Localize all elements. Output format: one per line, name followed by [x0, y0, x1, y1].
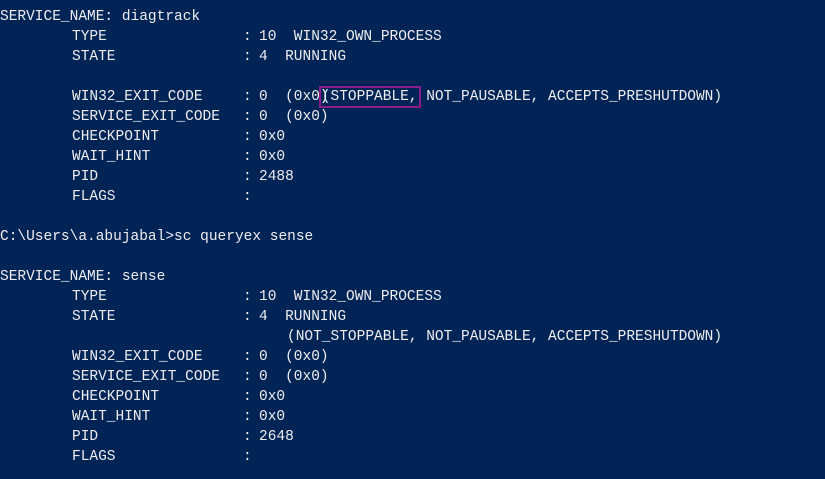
state-flags: (STOPPABLE, NOT_PAUSABLE, ACCEPTS_PRESHU…	[287, 67, 722, 108]
state-flags-rest: NOT_PAUSABLE, ACCEPTS_PRESHUTDOWN)	[417, 89, 723, 105]
field-row: PID : 2648	[0, 427, 825, 447]
field-name: SERVICE_EXIT_CODE	[72, 109, 220, 125]
field-colon: :	[243, 369, 252, 385]
field-name: FLAGS	[72, 449, 116, 465]
field-colon: :	[243, 389, 252, 405]
field-name: STATE	[72, 49, 116, 65]
field-colon: :	[243, 129, 252, 145]
field-row: TYPE : 10 WIN32_OWN_PROCESS	[0, 287, 825, 307]
field-value: 0x0	[259, 129, 286, 145]
field-colon: :	[243, 309, 252, 325]
field-row: PID : 2488	[0, 167, 825, 187]
field-colon: :	[243, 289, 252, 305]
field-colon: :	[243, 109, 252, 125]
field-row: WIN32_EXIT_CODE : 0 (0x0)	[0, 87, 825, 107]
field-value: 0x0	[259, 149, 286, 165]
field-colon: :	[243, 429, 252, 445]
field-row: WIN32_EXIT_CODE : 0 (0x0)	[0, 347, 825, 367]
field-name: SERVICE_EXIT_CODE	[72, 369, 220, 385]
field-value: 4 RUNNING	[259, 309, 347, 325]
service-header: SERVICE_NAME: diagtrack	[0, 9, 201, 25]
field-row: SERVICE_EXIT_CODE : 0 (0x0)	[0, 367, 825, 387]
field-row: TYPE : 10 WIN32_OWN_PROCESS	[0, 27, 825, 47]
field-value: 0 (0x0)	[259, 89, 329, 105]
field-row: SERVICE_EXIT_CODE : 0 (0x0)	[0, 107, 825, 127]
field-colon: :	[243, 29, 252, 45]
field-colon: :	[243, 349, 252, 365]
field-value: 10 WIN32_OWN_PROCESS	[259, 29, 442, 45]
field-name: PID	[72, 429, 99, 445]
field-value: 2488	[259, 169, 294, 185]
field-colon: :	[243, 409, 252, 425]
field-value: 2648	[259, 429, 294, 445]
field-colon: :	[243, 49, 252, 65]
field-colon: :	[243, 149, 252, 165]
field-name: STATE	[72, 309, 116, 325]
field-name: FLAGS	[72, 189, 116, 205]
field-value: 0 (0x0)	[259, 369, 329, 385]
service-header: SERVICE_NAME: sense	[0, 269, 166, 285]
field-row: CHECKPOINT : 0x0	[0, 387, 825, 407]
field-name: CHECKPOINT	[72, 389, 160, 405]
field-value: 0x0	[259, 409, 286, 425]
field-name: WIN32_EXIT_CODE	[72, 349, 203, 365]
field-name: WAIT_HINT	[72, 409, 151, 425]
field-colon: :	[243, 449, 252, 465]
field-row: STATE : 4 RUNNING	[0, 47, 825, 67]
field-value: 0 (0x0)	[259, 109, 329, 125]
field-row: FLAGS :	[0, 447, 825, 467]
field-row: CHECKPOINT : 0x0	[0, 127, 825, 147]
field-row: WAIT_HINT : 0x0	[0, 147, 825, 167]
field-name: WIN32_EXIT_CODE	[72, 89, 203, 105]
field-name: PID	[72, 169, 99, 185]
stoppable-highlight: (STOPPABLE,	[318, 86, 421, 108]
field-colon: :	[243, 189, 252, 205]
field-name: CHECKPOINT	[72, 129, 160, 145]
command-line[interactable]: C:\Users\a.abujabal>sc queryex sense	[0, 229, 314, 245]
field-name: WAIT_HINT	[72, 149, 151, 165]
field-colon: :	[243, 169, 252, 185]
field-name: TYPE	[72, 29, 107, 45]
field-value: 4 RUNNING	[259, 49, 347, 65]
field-row: WAIT_HINT : 0x0	[0, 407, 825, 427]
field-row: STATE : 4 RUNNING	[0, 307, 825, 327]
state-flags: (NOT_STOPPABLE, NOT_PAUSABLE, ACCEPTS_PR…	[287, 329, 723, 345]
field-value: 10 WIN32_OWN_PROCESS	[259, 289, 442, 305]
field-row: FLAGS :	[0, 187, 825, 207]
field-colon: :	[243, 89, 252, 105]
field-value: 0 (0x0)	[259, 349, 329, 365]
field-value: 0x0	[259, 389, 286, 405]
field-name: TYPE	[72, 289, 107, 305]
